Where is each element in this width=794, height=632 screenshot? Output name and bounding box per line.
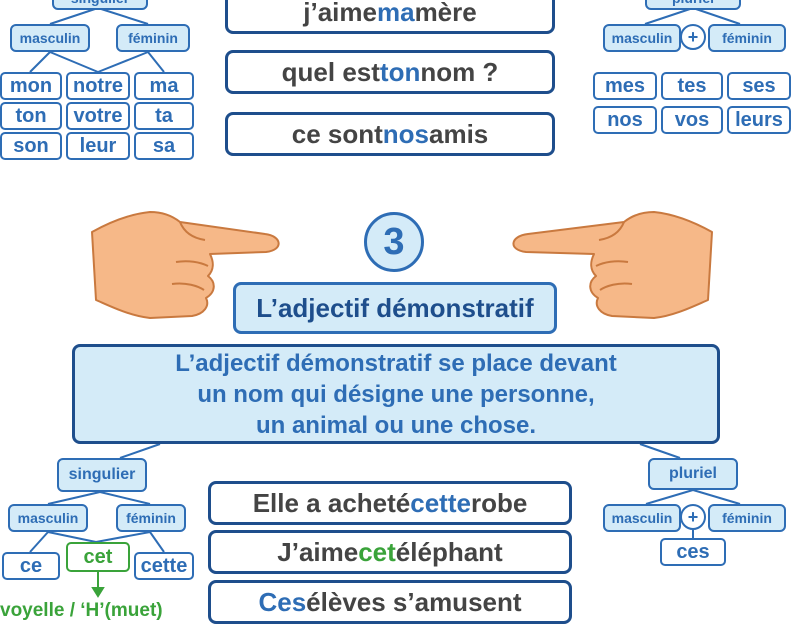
demonstrative-plural-feminin: féminin: [708, 504, 786, 532]
sentence-text: J’aime: [277, 536, 359, 567]
plus-icon: +: [680, 504, 706, 530]
word-leurs: leurs: [727, 106, 791, 134]
word-son: son: [0, 132, 62, 160]
feminin-text: féminin: [722, 510, 772, 526]
sentence-text: ce sont: [291, 118, 383, 149]
sentence-text: mère: [414, 0, 477, 27]
word-ce: ce: [2, 552, 60, 580]
sentence-text: éléphant: [395, 536, 503, 567]
definition-line: un nom qui désigne une personne,: [197, 380, 595, 408]
sentence-text: j’aime: [303, 0, 377, 27]
word-ces: ces: [660, 538, 726, 566]
sentence-highlight: nos: [382, 118, 429, 149]
sentence-text: amis: [429, 118, 489, 149]
possessive-feminin-label: féminin: [116, 24, 190, 52]
sentence-highlight: ma: [376, 0, 415, 27]
sentence-text: Elle a acheté: [252, 487, 411, 518]
demonstrative-singular-label: singulier: [57, 458, 147, 492]
possessive-feminin-text: féminin: [128, 30, 178, 46]
plus-text: +: [687, 26, 699, 47]
demonstrative-plural-masculin: masculin: [603, 504, 681, 532]
sentence-text: nom ?: [420, 56, 499, 87]
word-nos: nos: [593, 106, 657, 134]
sentence-text: robe: [470, 487, 528, 518]
word-ma: ma: [134, 72, 194, 100]
word-votre: votre: [66, 102, 130, 130]
possessive-masculin-label: masculin: [10, 24, 90, 52]
section-number-text: 3: [383, 220, 405, 263]
sentence-highlight: cette: [410, 487, 471, 518]
masculin-text: masculin: [611, 510, 673, 526]
possessive-sentence-1: j’aime ma mère: [225, 0, 555, 34]
demonstrative-masculin-label: masculin: [8, 504, 88, 532]
page-title-text: L’adjectif démonstratif: [256, 292, 534, 323]
definition-line: un animal ou une chose.: [255, 411, 537, 439]
feminin-text: féminin: [126, 510, 176, 526]
sentence-highlight: ton: [379, 56, 421, 87]
word-cette: cette: [134, 552, 194, 580]
feminin-text: féminin: [722, 30, 772, 46]
section-number-badge: 3: [364, 212, 424, 272]
word-mes: mes: [593, 72, 657, 100]
word-notre: notre: [66, 72, 130, 100]
sentence-text: élèves s’amusent: [306, 586, 522, 617]
page-title: L’adjectif démonstratif: [233, 282, 557, 334]
word-leur: leur: [66, 132, 130, 160]
demonstrative-plural-label: pluriel: [648, 458, 738, 490]
possessive-sentence-3: ce sont nos amis: [225, 112, 555, 156]
sentence-highlight: cet: [358, 536, 396, 567]
possessive-masculin-text: masculin: [19, 30, 81, 46]
word-ton: ton: [0, 102, 62, 130]
possessive-singular-text: singulier: [71, 0, 129, 6]
possessive-plural-text: pluriel: [672, 0, 714, 6]
possessive-plural-label: pluriel: [645, 0, 741, 10]
masculin-text: masculin: [17, 510, 79, 526]
word-sa: sa: [134, 132, 194, 160]
plus-text: +: [687, 506, 699, 527]
word-ses: ses: [727, 72, 791, 100]
word-tes: tes: [661, 72, 723, 100]
possessive-plural-masculin: masculin: [603, 24, 681, 52]
demonstrative-sentence-1: Elle a acheté cette robe: [208, 481, 572, 525]
demonstrative-feminin-label: féminin: [116, 504, 186, 532]
vowel-note: voyelle / ‘H’(muet): [0, 600, 163, 621]
possessive-singular-label: singulier: [52, 0, 148, 10]
pluriel-text: pluriel: [668, 465, 717, 482]
possessive-plural-feminin: féminin: [708, 24, 786, 52]
word-cet: cet: [66, 542, 130, 572]
sentence-highlight: Ces: [258, 586, 307, 617]
word-ta: ta: [134, 102, 194, 130]
sentence-text: quel est: [281, 56, 380, 87]
word-vos: vos: [661, 106, 723, 134]
possessive-sentence-2: quel est ton nom ?: [225, 50, 555, 94]
definition-line: L’adjectif démonstratif se place devant: [175, 349, 617, 377]
plus-icon: +: [680, 24, 706, 50]
masculin-text: masculin: [611, 30, 673, 46]
word-mon: mon: [0, 72, 62, 100]
demonstrative-sentence-3: Ces élèves s’amusent: [208, 580, 572, 624]
singulier-text: singulier: [68, 466, 136, 483]
definition-box: L’adjectif démonstratif se place devant …: [72, 344, 720, 444]
demonstrative-sentence-2: J’aime cet éléphant: [208, 530, 572, 574]
